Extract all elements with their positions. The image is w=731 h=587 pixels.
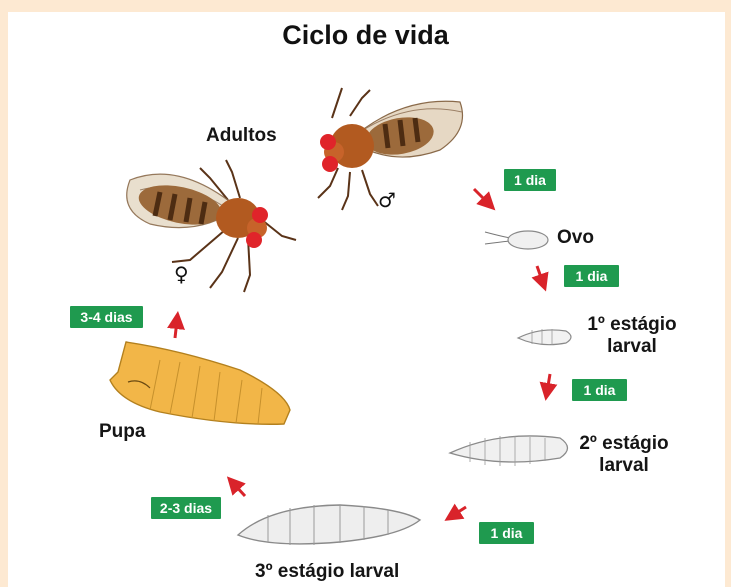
label-egg: Ovo <box>557 227 594 248</box>
label-pupa: Pupa <box>99 421 146 442</box>
label-first-instar-line1: 1º estágio <box>587 314 677 335</box>
female-symbol: ♀ <box>174 262 189 286</box>
arrow-l3-to-pupa <box>226 476 247 498</box>
arrow-pupa-to-adult <box>167 311 185 339</box>
label-first-instar-line2: larval <box>607 336 657 357</box>
duration-egg-to-l1: 1 dia <box>564 265 619 287</box>
label-third-instar: 3º estágio larval <box>255 561 400 582</box>
duration-l2-to-l3: 1 dia <box>479 522 534 544</box>
duration-pupa-to-adult: 3-4 dias <box>70 306 143 328</box>
duration-adult-to-egg: 1 dia <box>504 169 556 191</box>
label-first-instar: 1º estágio larval <box>582 314 682 358</box>
female-fly <box>126 159 297 293</box>
male-fly <box>317 87 464 211</box>
diagram-panel <box>8 12 725 587</box>
third-instar-larva <box>236 504 422 545</box>
diagram-title: Ciclo de vida <box>282 20 449 50</box>
duration-l1-to-l2: 1 dia <box>572 379 627 401</box>
arrow-l2-to-l3 <box>444 503 467 521</box>
label-second-instar: 2º estágio larval <box>574 433 674 477</box>
first-instar-larva <box>516 329 572 346</box>
pupa <box>109 341 291 425</box>
label-second-instar-line1: 2º estágio <box>579 433 669 454</box>
duration-l3-to-pupa: 2-3 dias <box>151 497 221 519</box>
arrow-l1-to-l2 <box>539 373 558 401</box>
second-instar-larva <box>448 435 569 466</box>
arrow-egg-to-l1 <box>531 265 549 292</box>
egg <box>484 230 549 250</box>
label-second-instar-line2: larval <box>599 455 649 476</box>
arrow-adult-to-egg <box>472 187 496 211</box>
label-adults: Adultos <box>206 125 277 146</box>
male-symbol: ♂ <box>378 188 396 212</box>
